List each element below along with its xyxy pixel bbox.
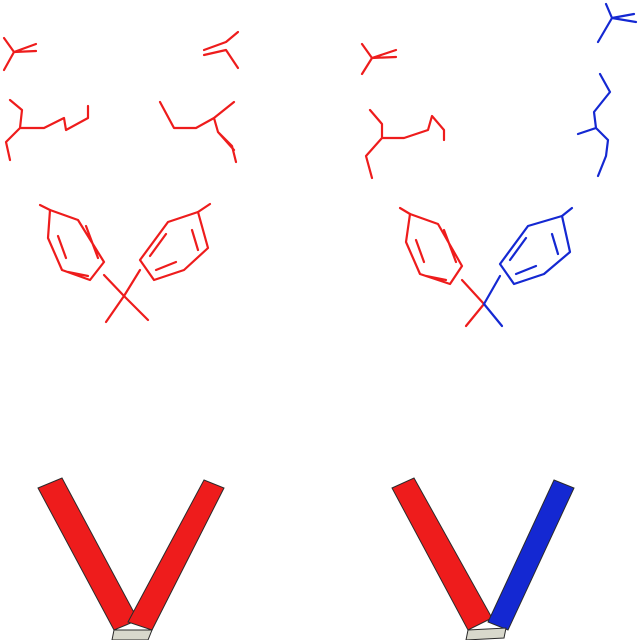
left-molecule xyxy=(2,30,240,324)
left-vmodel-joint xyxy=(111,629,153,640)
left-vmodel xyxy=(37,477,225,640)
right-molecule xyxy=(360,2,638,328)
right-vmodel xyxy=(391,477,575,640)
right-molecule-left-branch xyxy=(360,42,486,328)
right-vmodel-joint xyxy=(465,627,507,640)
left-vmodel-left-arm xyxy=(37,477,139,631)
right-molecule-right-branch xyxy=(482,2,638,328)
right-vmodel-left-arm xyxy=(391,477,493,631)
left-molecule-right-branch xyxy=(122,30,240,322)
right-vmodel-right-arm xyxy=(487,479,575,631)
left-vmodel-right-arm xyxy=(127,479,225,631)
left-molecule-left-branch xyxy=(2,36,126,324)
